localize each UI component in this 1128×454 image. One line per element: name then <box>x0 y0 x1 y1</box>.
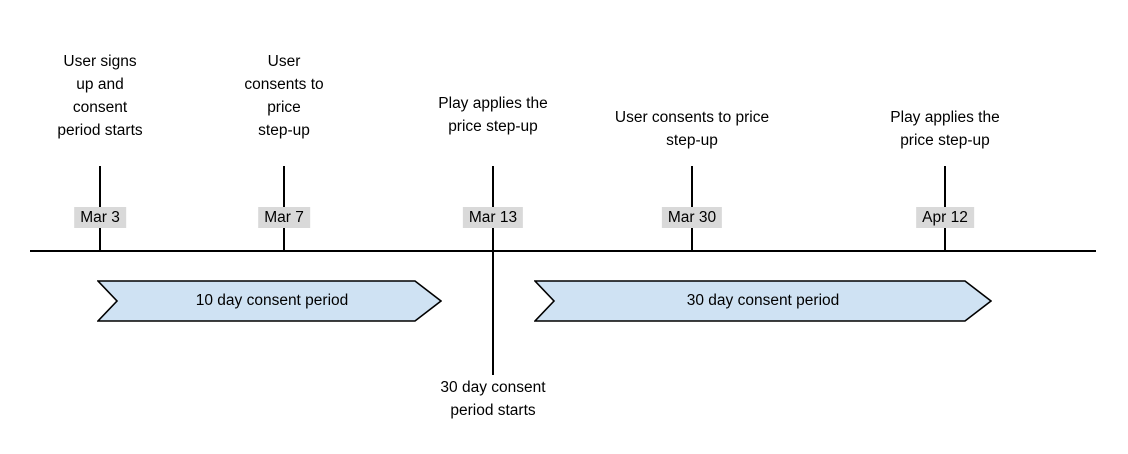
milestone-tick-mar-13 <box>492 166 494 375</box>
period-label-30-day: 30 day consent period <box>686 292 840 309</box>
note-30-day-period-starts: 30 day consent period starts <box>440 379 546 419</box>
milestone-label-first-apply: Play applies the price step-up <box>438 95 548 135</box>
milestone-label-second-consent: User consents to price step-up <box>614 109 770 149</box>
milestone-label-signup: User signs up and consent period starts <box>57 53 143 139</box>
milestone-label-first-consent: User consents to price step-up <box>244 53 324 139</box>
date-chip-mar-7: Mar 7 <box>258 207 310 228</box>
period-arrow-10-day <box>97 280 442 322</box>
period-label-10-day: 10 day consent period <box>195 292 349 309</box>
timeline-axis-line <box>30 250 1096 252</box>
date-chip-apr-12: Apr 12 <box>916 207 974 228</box>
date-chip-mar-13: Mar 13 <box>462 207 524 228</box>
period-arrow-30-day <box>534 280 992 322</box>
date-chip-mar-3: Mar 3 <box>74 207 126 228</box>
milestone-label-second-apply: Play applies the price step-up <box>890 109 1000 149</box>
date-chip-mar-30: Mar 30 <box>661 207 723 228</box>
